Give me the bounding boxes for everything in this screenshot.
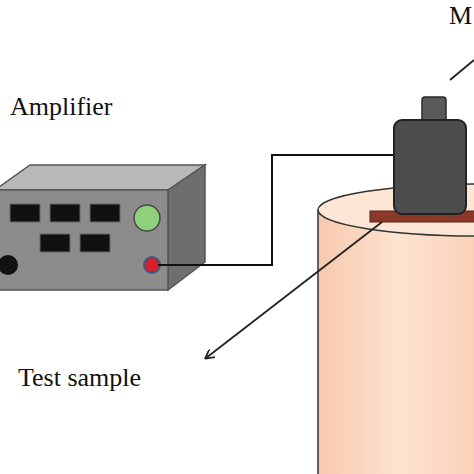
amplifier-front	[0, 190, 168, 290]
shaker-body	[394, 120, 466, 214]
leader-line	[450, 60, 474, 80]
leader-line	[206, 222, 382, 358]
amp-button	[80, 234, 110, 252]
amp-knob	[0, 255, 18, 275]
cylinder-edge	[317, 210, 319, 474]
amp-green-light	[134, 205, 160, 231]
part-label: M	[449, 2, 472, 31]
cylinder-body	[318, 210, 474, 474]
amp-button	[40, 234, 70, 252]
amp-button	[10, 204, 40, 222]
amp-button	[90, 204, 120, 222]
amplifier-device	[0, 165, 205, 290]
device-label: Amplifier	[10, 93, 113, 122]
amp-output-terminal	[144, 257, 160, 273]
amplifier-side	[168, 165, 205, 290]
amp-button	[50, 204, 80, 222]
part-label: Test sample	[18, 364, 141, 393]
cylinder-base	[318, 184, 474, 474]
